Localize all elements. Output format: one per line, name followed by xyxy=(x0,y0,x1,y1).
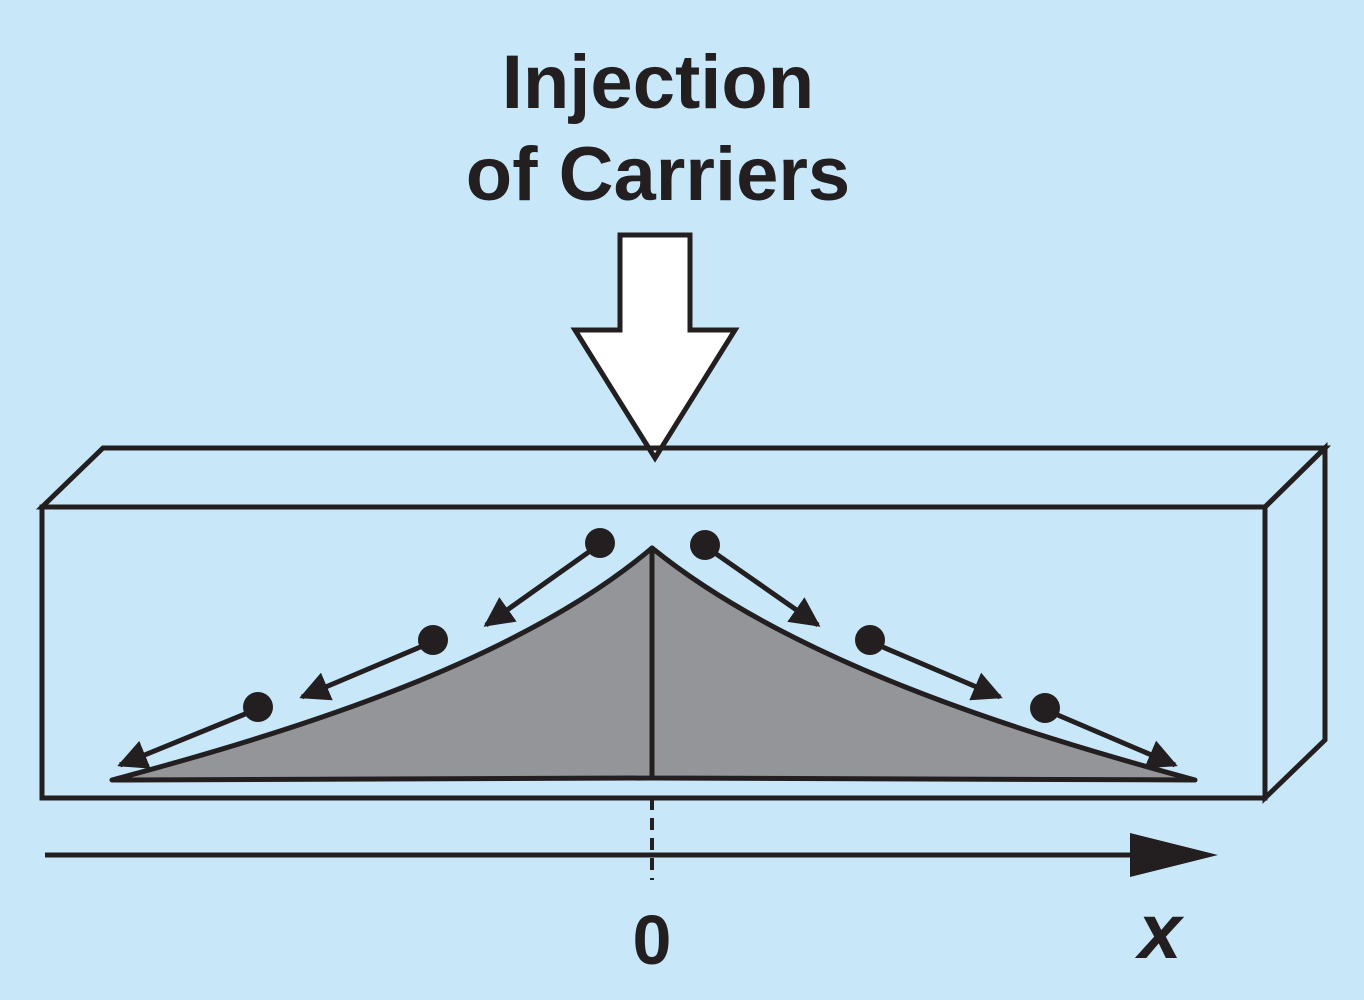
x-axis-label: x xyxy=(1134,887,1185,975)
bar-side-face xyxy=(1262,442,1328,804)
carrier-dot xyxy=(243,692,273,722)
injection-arrow-icon xyxy=(570,232,740,463)
carrier-dot xyxy=(855,625,885,655)
carrier-group-left xyxy=(117,528,615,769)
carrier-arrow-icon xyxy=(877,642,1003,701)
origin-label: 0 xyxy=(633,901,672,979)
left-concentration-profile xyxy=(109,545,655,783)
carrier-arrow-icon xyxy=(117,709,251,769)
carrier-dot xyxy=(418,625,448,655)
carrier-arrow-icon xyxy=(299,642,426,701)
carrier-arrow-icon xyxy=(483,546,595,628)
carrier-arrow-icon xyxy=(1052,710,1178,769)
title-line-2: of Carriers xyxy=(466,132,850,217)
x-axis-arrowhead-icon xyxy=(1130,833,1218,877)
carrier-arrow-icon xyxy=(710,548,821,628)
carrier-dot xyxy=(1030,693,1060,723)
title-line-1: Injection xyxy=(502,40,814,125)
carrier-group-right xyxy=(690,530,1178,769)
right-concentration-profile xyxy=(649,545,1198,783)
bar-top-face xyxy=(35,445,1332,510)
